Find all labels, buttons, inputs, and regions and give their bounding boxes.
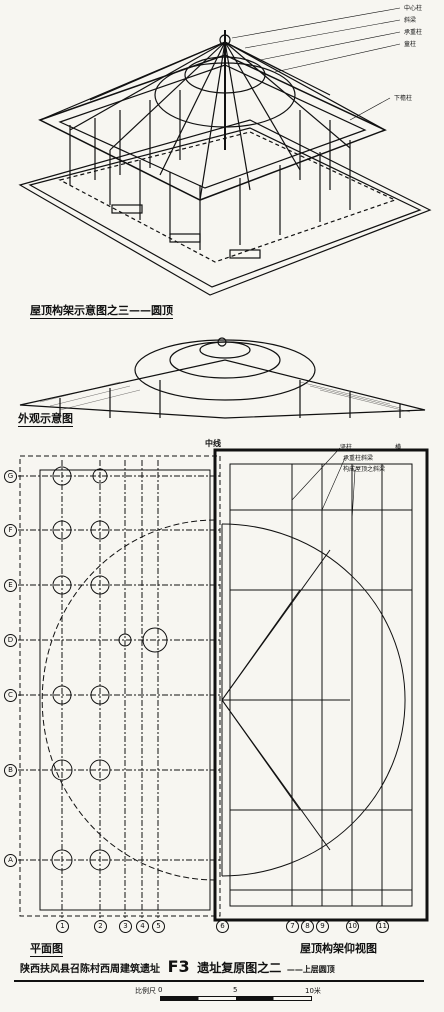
axis-row-d: D xyxy=(4,634,17,647)
roof-frame-illustration: 中心柱 斜梁 承重柱 童柱 下檐柱 屋顶构架示意图之三——圆顶 xyxy=(0,0,444,330)
exterior-drawing xyxy=(19,337,426,419)
axis-col-9: 9 xyxy=(316,920,329,933)
axis-col-1: 1 xyxy=(56,920,69,933)
main-title-note: ——上层圆顶 xyxy=(286,965,335,974)
main-title: 陕西扶风县召陈村西周建筑遗址 F3 遗址复原图之二 ——上层圆顶 xyxy=(20,957,335,976)
roof-frame-drawing xyxy=(18,7,432,296)
callout-center-post: 中心柱 xyxy=(404,5,423,12)
caption-plan: 平面图 xyxy=(30,942,63,957)
axis-row-g: G xyxy=(4,470,17,483)
axis-col-11: 11 xyxy=(376,920,389,933)
callout-beam: 横 xyxy=(395,444,402,451)
scale-label: 比例尺 xyxy=(135,987,156,995)
scale-tick-0: 0 xyxy=(158,986,163,994)
callout-bearing-rafter: 承重柱斜梁 xyxy=(343,455,374,462)
axis-col-2: 2 xyxy=(94,920,107,933)
main-title-code: F3 xyxy=(167,957,190,976)
axis-col-10: 10 xyxy=(346,920,359,933)
caption-exterior: 外观示意图 xyxy=(18,412,73,427)
exterior-hatching xyxy=(39,381,411,413)
axis-col-7: 7 xyxy=(286,920,299,933)
axis-row-b: B xyxy=(4,764,17,777)
main-title-prefix: 陕西扶风县召陈村西周建筑遗址 xyxy=(20,964,160,975)
callout-bearing-post: 承重柱 xyxy=(404,29,423,36)
scale-tick-5: 5 xyxy=(233,986,238,994)
axis-col-3: 3 xyxy=(119,920,132,933)
axis-col-6: 6 xyxy=(216,920,229,933)
axis-row-f: F xyxy=(4,524,17,537)
title-rule xyxy=(14,980,424,982)
axis-row-e: E xyxy=(4,579,17,592)
main-title-suffix: 遗址复原图之二 xyxy=(197,961,282,975)
axis-col-8: 8 xyxy=(301,920,314,933)
exterior-full xyxy=(0,330,444,440)
caption-roof-plan: 屋顶构架仰视图 xyxy=(300,942,377,955)
callout-vertical-post: 坚柱 xyxy=(340,444,353,451)
axis-row-a: A xyxy=(4,854,17,867)
plan-drawing xyxy=(18,447,429,922)
callout-roof-rafter: 构成屋顶之斜梁 xyxy=(343,466,386,473)
axis-col-4: 4 xyxy=(136,920,149,933)
scale-bar xyxy=(160,996,312,1001)
callout-rafter: 斜梁 xyxy=(404,17,417,24)
axis-col-5: 5 xyxy=(152,920,165,933)
scale-tick-10: 10米 xyxy=(305,987,321,995)
plan-section: 坚柱 横 承重柱斜梁 构成屋顶之斜梁 中线 G F E D C B A 1 2 … xyxy=(0,439,444,1012)
callout-eave-post: 下檐柱 xyxy=(394,95,413,102)
center-line-mark: 中线 xyxy=(205,439,221,448)
caption-roof-frame: 屋顶构架示意图之三——圆顶 xyxy=(30,304,173,319)
exterior-illustration xyxy=(0,330,444,440)
axis-row-c: C xyxy=(4,689,17,702)
callout-short-post: 童柱 xyxy=(404,41,417,48)
